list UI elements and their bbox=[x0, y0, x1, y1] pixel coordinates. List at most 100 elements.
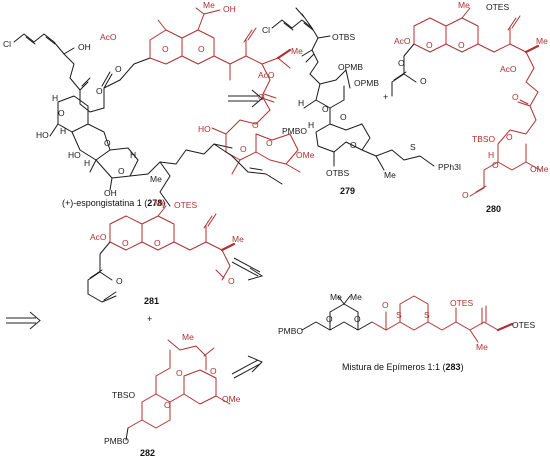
label-283-o2: O bbox=[354, 314, 361, 324]
label-280-me1: Me bbox=[458, 0, 470, 10]
label-278-o4: O bbox=[162, 44, 169, 54]
label-283-otes1: OTES bbox=[450, 298, 473, 308]
retro-arrow-4 bbox=[231, 355, 263, 379]
label-283-s2: S bbox=[424, 310, 430, 320]
label-278-ho3: HO bbox=[68, 150, 81, 160]
label-278-o3: O bbox=[58, 108, 65, 118]
label-279-o2: O bbox=[340, 112, 347, 122]
label-281-me2: Me bbox=[232, 234, 244, 244]
label-278-ho1: HO bbox=[198, 124, 211, 134]
label-282-o3: O bbox=[164, 400, 171, 410]
label-280-o5: O bbox=[512, 92, 519, 102]
label-278-o6: O bbox=[258, 92, 265, 102]
label-280-aco2: AcO bbox=[500, 64, 517, 74]
label-280-otes: OTES bbox=[486, 2, 509, 12]
label-282-tbso: TBSO bbox=[112, 390, 136, 400]
label-278-me2: Me bbox=[291, 46, 303, 56]
label-279-cl: Cl bbox=[262, 25, 270, 35]
label-280-o8: O bbox=[462, 190, 469, 200]
label-283-otes2: OTES bbox=[512, 320, 535, 330]
label-278-o9: O bbox=[240, 144, 247, 154]
label-280-ome: OMe bbox=[530, 164, 549, 174]
label-282-o1: O bbox=[210, 366, 217, 376]
label-281-o2: O bbox=[154, 238, 161, 248]
label-279-opmb2: OPMB bbox=[354, 78, 379, 88]
label-280-aco1: AcO bbox=[394, 36, 411, 46]
label-280-o3: O bbox=[420, 76, 427, 86]
retro-arrow-3 bbox=[231, 257, 264, 281]
label-279-s: S bbox=[410, 142, 416, 152]
label-278-h1: H bbox=[52, 93, 58, 103]
number-282: 282 bbox=[140, 448, 155, 458]
label-280-me2: Me bbox=[536, 36, 548, 46]
label-280-o7: O bbox=[492, 160, 499, 170]
label-282-pmbo: PMBO bbox=[104, 436, 129, 446]
label-281-otes: OTES bbox=[174, 200, 197, 210]
label-279-o3: O bbox=[350, 140, 357, 150]
label-283-pmbo: PMBO bbox=[278, 326, 303, 336]
number-279: 279 bbox=[340, 186, 355, 196]
label-278-cl: Cl bbox=[3, 39, 11, 49]
label-281-aco: AcO bbox=[90, 232, 107, 242]
label-280-o4: O bbox=[398, 58, 405, 68]
compound-281 bbox=[87, 205, 236, 303]
label-283-o3: O bbox=[382, 300, 389, 310]
label-278-me1: Me bbox=[203, 0, 215, 10]
label-280-o2: O bbox=[458, 40, 465, 50]
compound-283 bbox=[301, 295, 514, 343]
label-280-h: H bbox=[488, 150, 494, 160]
label-278-o10: O bbox=[104, 138, 111, 148]
compound-278 bbox=[13, 7, 301, 207]
label-281-o4: O bbox=[228, 276, 235, 286]
label-281-o3: O bbox=[116, 276, 123, 286]
label-280-o1: O bbox=[426, 40, 433, 50]
label-283-o1: O bbox=[326, 314, 333, 324]
retro-arrow-2 bbox=[6, 311, 41, 330]
label-283-me3: Me bbox=[476, 342, 488, 352]
label-282-me: Me bbox=[182, 332, 194, 342]
caption-278: (+)-espongistatina 1 (278) bbox=[62, 198, 165, 208]
label-279-otbs1: OTBS bbox=[332, 32, 355, 42]
label-280-o6: O bbox=[506, 132, 513, 142]
label-278-ome: OMe bbox=[296, 150, 315, 160]
label-278-oh2: OH bbox=[223, 4, 236, 14]
plus-sign-1: + bbox=[383, 92, 388, 102]
compound-279 bbox=[271, 7, 435, 171]
label-279-h1: H bbox=[298, 98, 304, 108]
label-278-o7: O bbox=[252, 120, 259, 130]
number-280: 280 bbox=[486, 204, 501, 214]
label-278-h2: H bbox=[60, 126, 66, 136]
compound-282 bbox=[125, 339, 231, 441]
label-278-ho2: HO bbox=[36, 130, 49, 140]
label-282-ome: OMe bbox=[222, 394, 241, 404]
label-278-oh1: OH bbox=[78, 42, 91, 52]
label-278-me3: Me bbox=[150, 174, 162, 184]
label-283-s1: S bbox=[396, 310, 402, 320]
label-278-o1: O bbox=[115, 64, 122, 74]
compound-280 bbox=[391, 7, 541, 197]
label-279-opmb1: OPMB bbox=[338, 62, 363, 72]
caption-283: Mistura de Epímeros 1:1 (283) bbox=[342, 362, 464, 372]
label-281-o1: O bbox=[122, 238, 129, 248]
label-283-me1: Me bbox=[330, 292, 342, 302]
label-278-h3: H bbox=[84, 158, 90, 168]
label-278-oh3: OH bbox=[104, 188, 117, 198]
label-279-pph3i: PPh3I bbox=[438, 162, 461, 172]
label-281-me1: Me bbox=[154, 198, 166, 208]
retro-arrow-1 bbox=[228, 89, 263, 108]
label-278-aco2: AcO bbox=[258, 70, 275, 80]
label-279-h2: H bbox=[308, 120, 314, 130]
label-278-o2: O bbox=[96, 86, 103, 96]
label-279-pmbo: PMBO bbox=[282, 126, 307, 136]
plus-sign-2: + bbox=[147, 314, 152, 324]
label-278-o8: O bbox=[266, 138, 273, 148]
label-282-o2: O bbox=[176, 368, 183, 378]
number-281: 281 bbox=[144, 296, 159, 306]
label-279-o1: O bbox=[322, 104, 329, 114]
label-278-o5: O bbox=[198, 44, 205, 54]
label-278-aco1: AcO bbox=[100, 32, 117, 42]
label-278-h4: H bbox=[130, 150, 136, 160]
label-279-me: Me bbox=[384, 170, 396, 180]
